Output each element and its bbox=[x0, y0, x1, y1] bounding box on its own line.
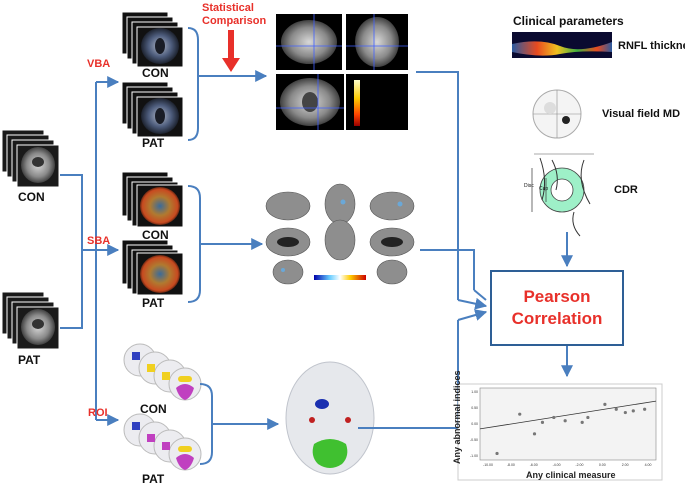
vba-pat-stack bbox=[121, 81, 184, 138]
x-tick-label: -4.00 bbox=[553, 463, 561, 467]
vba-result-panels bbox=[276, 14, 408, 130]
pearson-correlation-box: Pearson Correlation bbox=[490, 270, 624, 346]
sba-con-stack bbox=[121, 171, 184, 228]
roi-label: ROI bbox=[88, 407, 108, 419]
roi-pat-stack bbox=[123, 413, 202, 471]
scatter-point bbox=[631, 409, 635, 413]
sba-surfaces bbox=[265, 183, 415, 285]
scatter-point bbox=[552, 415, 556, 420]
scatter-point bbox=[603, 402, 607, 406]
sba-con-label: CON bbox=[142, 228, 169, 242]
x-tick-label: -8.00 bbox=[507, 463, 515, 467]
scatter-xlabel: Any clinical measure bbox=[526, 470, 616, 480]
statistical-arrow bbox=[222, 30, 240, 72]
left-pat-label: PAT bbox=[18, 353, 41, 367]
vba-label: VBA bbox=[87, 58, 111, 70]
roi-3d-brain bbox=[285, 361, 375, 475]
pearson-label-2: Correlation bbox=[511, 309, 603, 328]
cdr-disc-label: Disc bbox=[524, 183, 534, 189]
y-tick-label: 1.00 bbox=[471, 390, 478, 394]
rnfl-label: RNFL thickness bbox=[618, 40, 685, 52]
x-tick-label: -6.00 bbox=[530, 463, 538, 467]
vba-con-stack bbox=[121, 11, 184, 68]
scatter-point bbox=[586, 415, 590, 420]
scatter-point bbox=[580, 420, 584, 424]
scatter-point bbox=[623, 410, 627, 415]
y-tick-label: 0.00 bbox=[471, 422, 478, 426]
visual-field-label: Visual field MD bbox=[602, 108, 681, 120]
trend-line bbox=[479, 400, 657, 430]
vba-pat-label: PAT bbox=[142, 136, 165, 150]
statistical-label-2: Comparison bbox=[202, 15, 267, 27]
sba-pat-stack bbox=[121, 239, 184, 296]
y-tick-label: -1.00 bbox=[470, 454, 478, 458]
cdr-label: CDR bbox=[614, 184, 638, 196]
left-pat-stack bbox=[1, 291, 60, 350]
cdr-image bbox=[531, 153, 594, 237]
x-tick-label: -2.00 bbox=[575, 463, 583, 467]
visual-field-image bbox=[532, 89, 582, 139]
sba-label: SBA bbox=[87, 235, 111, 247]
x-tick-label: 0.00 bbox=[599, 463, 606, 467]
vba-con-label: CON bbox=[142, 66, 169, 80]
scatter-point bbox=[614, 407, 618, 411]
cdr-cup-label: Cup bbox=[539, 186, 549, 192]
x-tick-label: -10.00 bbox=[483, 463, 493, 467]
middle-connectors bbox=[187, 27, 280, 465]
left-con-label: CON bbox=[18, 190, 45, 204]
roi-con-stack bbox=[123, 343, 202, 401]
statistical-label-1: Statistical bbox=[202, 2, 254, 14]
roi-con-label: CON bbox=[140, 402, 167, 416]
scatter-point bbox=[532, 432, 537, 436]
scatter-ylabel: Any abnormal indices bbox=[452, 370, 462, 464]
pearson-label-1: Pearson bbox=[523, 287, 591, 306]
scatter-plot: -10.00 -8.00 -6.00 -4.00 -2.00 0.00 2.00 4.00 1.… bbox=[457, 383, 663, 481]
x-tick-label: 4.00 bbox=[645, 463, 652, 467]
scatter-point bbox=[495, 451, 499, 456]
sba-surface-details bbox=[277, 199, 403, 280]
left-connectors bbox=[60, 76, 120, 426]
x-tick-label: 2.00 bbox=[622, 463, 629, 467]
clinical-parameters-title: Clinical parameters bbox=[513, 14, 624, 28]
rnfl-image bbox=[512, 32, 612, 58]
roi-pat-label: PAT bbox=[142, 472, 165, 486]
scatter-point bbox=[643, 407, 647, 411]
y-tick-label: -0.50 bbox=[470, 438, 478, 442]
y-tick-label: 0.50 bbox=[471, 406, 478, 410]
scatter-point bbox=[518, 412, 522, 416]
scatter-point bbox=[563, 419, 567, 423]
left-con-stack bbox=[1, 129, 60, 188]
scatter-point bbox=[540, 420, 545, 424]
sba-pat-label: PAT bbox=[142, 296, 165, 310]
